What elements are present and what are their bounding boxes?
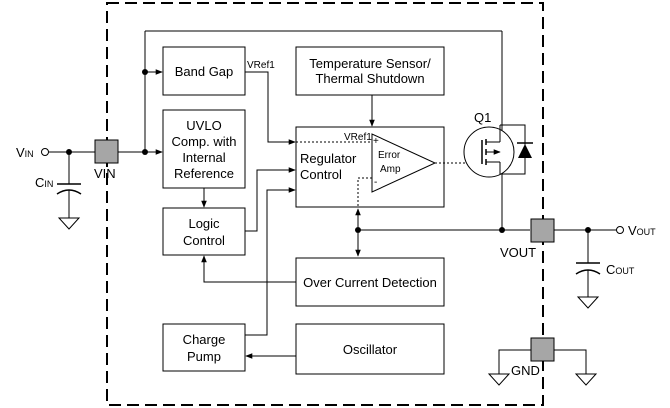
ic-boundary <box>106 2 544 406</box>
logic-control-label-line1: Logic <box>188 216 220 231</box>
charge-pump-label-line1: Charge <box>182 332 226 347</box>
logic-control-label-line2: Control <box>183 233 225 248</box>
uvlo-label-line4: Reference <box>174 166 234 181</box>
charge-pump-block <box>162 323 246 372</box>
error-amp-label-line2: Amp <box>380 164 401 175</box>
vout-external-label: VOUT <box>628 223 656 238</box>
oscillator-block <box>295 323 445 375</box>
uvlo-label-line2: Comp. with <box>171 134 237 149</box>
temperature-sensor-block <box>295 46 445 96</box>
charge-pump-label-line2: Pump <box>187 349 221 364</box>
cout-ground-icon <box>576 296 600 309</box>
oscillator-label: Oscillator <box>342 342 398 357</box>
uvlo-label-line3: Internal <box>182 150 226 165</box>
error-amp-triangle <box>371 133 437 193</box>
regulator-control-label-line2: Control <box>300 167 342 182</box>
vout-pin-square <box>530 218 555 243</box>
gnd-ground-icon-left <box>487 373 511 386</box>
error-amp-label-line1: Error <box>378 150 401 161</box>
error-amp-plus-label: + <box>373 136 379 147</box>
temperature-sensor-label-line2: Thermal Shutdown <box>315 71 425 86</box>
vref1-amp-label: VRef1 <box>344 132 372 143</box>
over-current-label: Over Current Detection <box>303 275 437 290</box>
cin-label: CIN <box>35 175 54 190</box>
band-gap-block <box>162 46 246 96</box>
cin-ground-icon <box>57 217 81 230</box>
vin-pin-square <box>94 139 119 164</box>
gnd-ground-icon-right <box>574 373 598 386</box>
gnd-pin-square <box>530 337 555 362</box>
body-diode-icon <box>518 144 532 158</box>
vin-terminal <box>41 148 49 156</box>
cout-label: COUT <box>606 262 635 277</box>
error-amp-minus-label: - <box>374 177 378 188</box>
vin-pin-label: VIN <box>94 166 116 181</box>
band-gap-label: Band Gap <box>174 64 234 79</box>
uvlo-label-line1: UVLO <box>186 118 222 133</box>
vout-pin-label: VOUT <box>500 245 537 260</box>
vout-terminal <box>616 226 624 234</box>
vref1-bandgap-label: VRef1 <box>247 60 275 71</box>
q1-label: Q1 <box>474 110 492 125</box>
over-current-block <box>295 257 445 307</box>
vin-external-label: VIN <box>16 145 34 160</box>
temperature-sensor-label-line1: Temperature Sensor/ <box>309 56 431 71</box>
gnd-pin-label: GND <box>511 363 540 378</box>
regulator-control-label-line1: Regulator <box>300 151 357 166</box>
